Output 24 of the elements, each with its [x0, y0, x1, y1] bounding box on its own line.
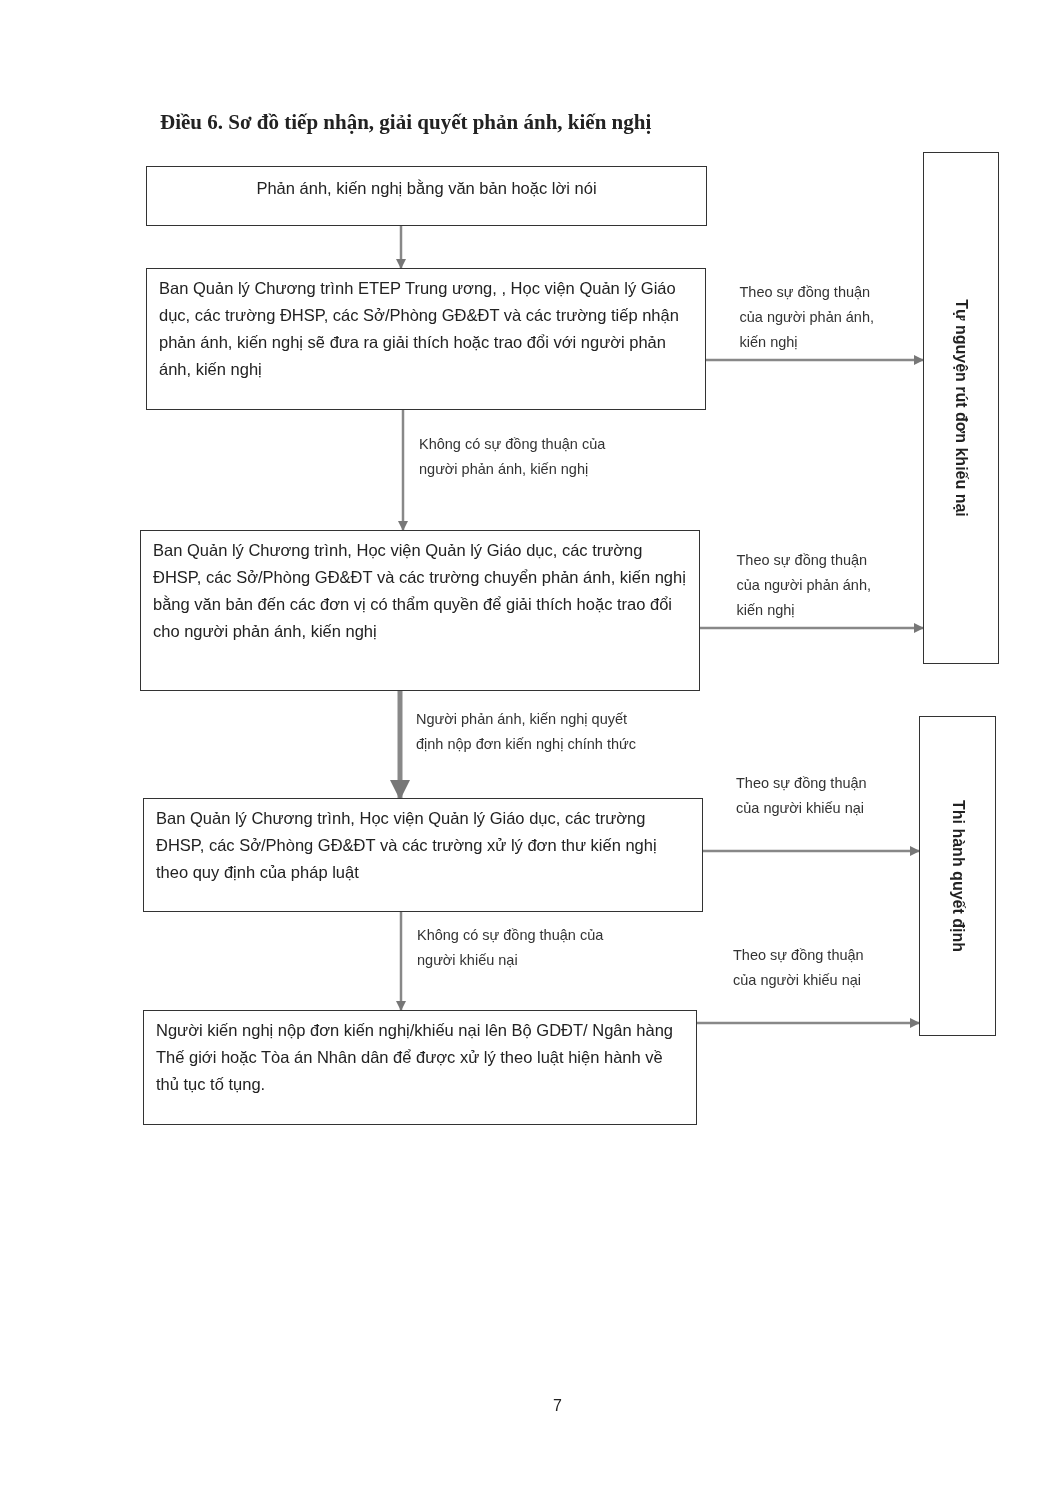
process-box — [146, 166, 707, 226]
arrow — [396, 226, 406, 269]
arrow — [396, 912, 406, 1011]
process-box — [146, 268, 706, 410]
arrow — [706, 355, 924, 365]
arrow — [398, 410, 408, 531]
node-text: Ban Quản lý Chương trình, Học viện Quản lý Giáo dục, các trường ĐHSP, các Sở/Phòng GĐ&ĐT và các trường chuyển phản ánh, kiến nghị bằng văn bản đến các đơn vị có thẩm quyền để giải thích hoặc trao đổi cho người phản ánh, kiến nghị — [153, 540, 687, 642]
arrow — [390, 691, 410, 800]
node-text: Phản ánh, kiến nghị bằng văn bản hoặc lời nói — [255, 178, 598, 199]
title: Điều 6. Sơ đồ tiếp nhận, giải quyết phản ánh, kiến nghị — [160, 110, 652, 135]
node-text: Người kiến nghị nộp đơn kiến nghị/khiếu nại lên Bộ GDĐT/ Ngân hàng Thế giới hoặc Tòa án Nhân dân để được xử lý theo luật hiện hành về thủ tục tố tụng. — [156, 1020, 674, 1095]
outcome-box — [919, 716, 996, 1036]
node-text: Ban Quản lý Chương trình ETEP Trung ương, , Học viện Quản lý Giáo dục, các trường ĐHSP, các Sở/Phòng GĐ&ĐT và các trường tiếp nhận phản ánh, kiến nghị sẽ đưa ra giải thích hoặc trao đổi với người phản ánh, kiến nghị — [159, 278, 680, 380]
page-number: 7 — [553, 1397, 562, 1415]
arrow — [703, 846, 920, 856]
process-box — [140, 530, 700, 691]
node-text: Tự nguyện rút đơn khiếu nại — [952, 299, 970, 517]
arrow — [700, 623, 924, 633]
process-box — [143, 1010, 697, 1125]
arrow — [697, 1018, 920, 1028]
node-text: Ban Quản lý Chương trình, Học viện Quản lý Giáo dục, các trường ĐHSP, các Sở/Phòng GĐ&ĐT và các trường xử lý đơn thư kiến nghị theo quy định của pháp luật — [156, 808, 658, 883]
node-text: Thi hành quyết định — [948, 800, 967, 952]
outcome-box — [923, 152, 999, 664]
process-box — [143, 798, 703, 912]
